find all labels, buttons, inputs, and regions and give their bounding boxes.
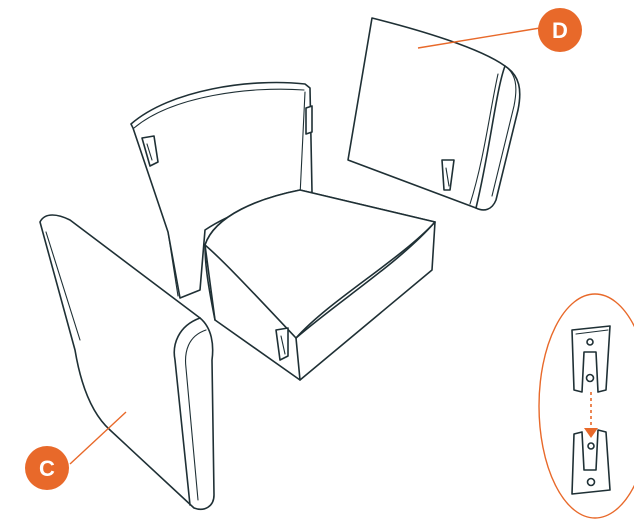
back-cushion-d	[348, 18, 520, 210]
label-c-text: C	[39, 456, 55, 481]
clip-bottom-icon	[572, 430, 610, 494]
label-badge-d: D	[538, 8, 582, 52]
clip-top-icon	[572, 326, 610, 392]
label-d-text: D	[552, 18, 568, 43]
backrest-right-clip-icon	[306, 106, 312, 134]
connect-arrow-icon	[584, 392, 598, 438]
seat-cushion	[205, 190, 435, 380]
label-badge-c: C	[25, 446, 69, 490]
